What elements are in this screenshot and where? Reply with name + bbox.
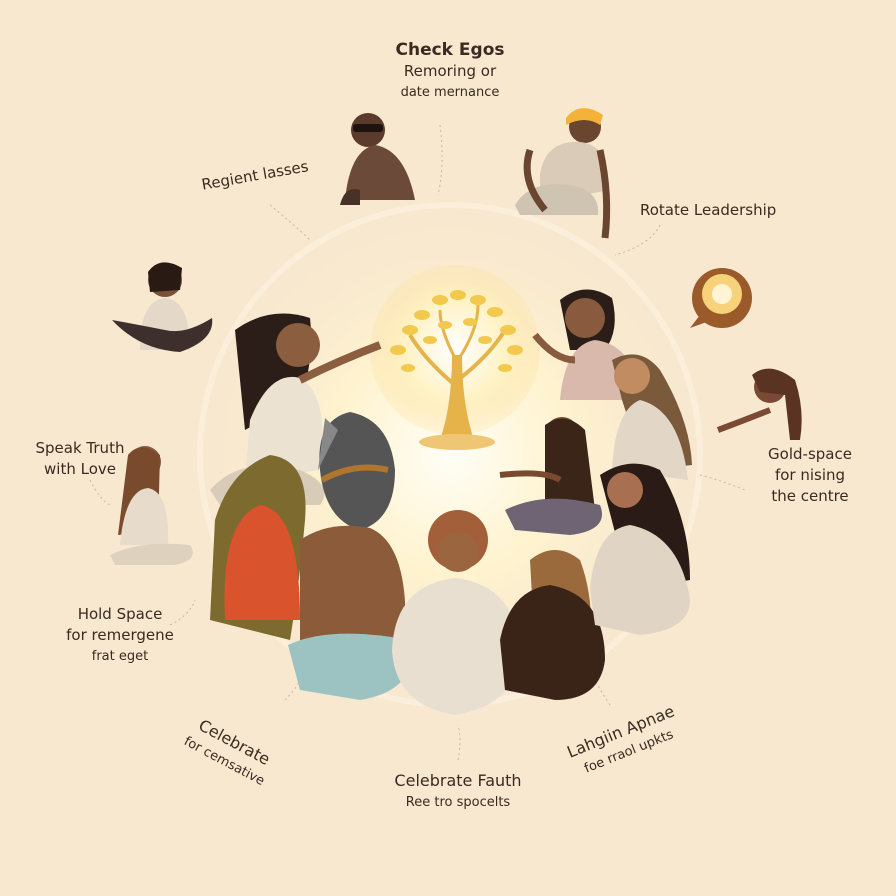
label-celebrate-fauth: Celebrate Fauth Ree tro spocelts <box>358 770 558 813</box>
label-gold-space-line2: for nising <box>774 466 846 484</box>
candle-icon <box>690 268 752 328</box>
figure-inner-right-top <box>532 289 640 400</box>
label-speak-truth-line2: with Love <box>44 460 116 478</box>
label-check-egos-line2: Remoring or <box>403 62 497 80</box>
label-celebrate-fauth-line2: Ree tro spocelts <box>405 795 511 810</box>
figure-top-right <box>515 108 611 239</box>
label-check-egos: Check Egos Remoring or date mernance <box>350 40 550 103</box>
label-speak-truth: Speak Truth with Love <box>20 438 140 480</box>
label-gold-space-line1: Gold-space <box>768 445 852 463</box>
figure-inner-right <box>612 354 692 480</box>
figure-inner-small <box>499 417 602 535</box>
label-rotate-leadership: Rotate Leadership <box>640 200 776 221</box>
label-hold-space-line1: Hold Space <box>77 605 163 623</box>
figure-left-top <box>112 262 213 352</box>
label-gold-space: Gold-space for nising the centre <box>740 444 880 507</box>
figure-front-middle <box>392 510 520 715</box>
figure-front-right <box>500 550 605 700</box>
label-hold-space: Hold Space for remergene frat eget <box>50 604 190 667</box>
label-check-egos-title: Check Egos <box>395 40 505 60</box>
figure-left-mid <box>110 446 193 565</box>
figure-right-mid <box>716 368 802 440</box>
label-check-egos-line3: date mernance <box>400 85 500 100</box>
label-celebrate-fauth-line1: Celebrate Fauth <box>394 771 522 790</box>
label-hold-space-line3: frat eget <box>91 649 149 664</box>
label-speak-truth-line1: Speak Truth <box>35 439 125 457</box>
label-rotate-leadership-text: Rotate Leadership <box>640 201 777 219</box>
label-hold-space-line2: for remergene <box>66 626 174 644</box>
tree-icon <box>390 290 523 450</box>
figure-top-masked <box>340 113 415 205</box>
label-gold-space-line3: the centre <box>771 487 849 505</box>
figure-front-center <box>288 412 412 700</box>
figure-far-right <box>590 463 690 635</box>
figure-front-left <box>210 455 306 640</box>
